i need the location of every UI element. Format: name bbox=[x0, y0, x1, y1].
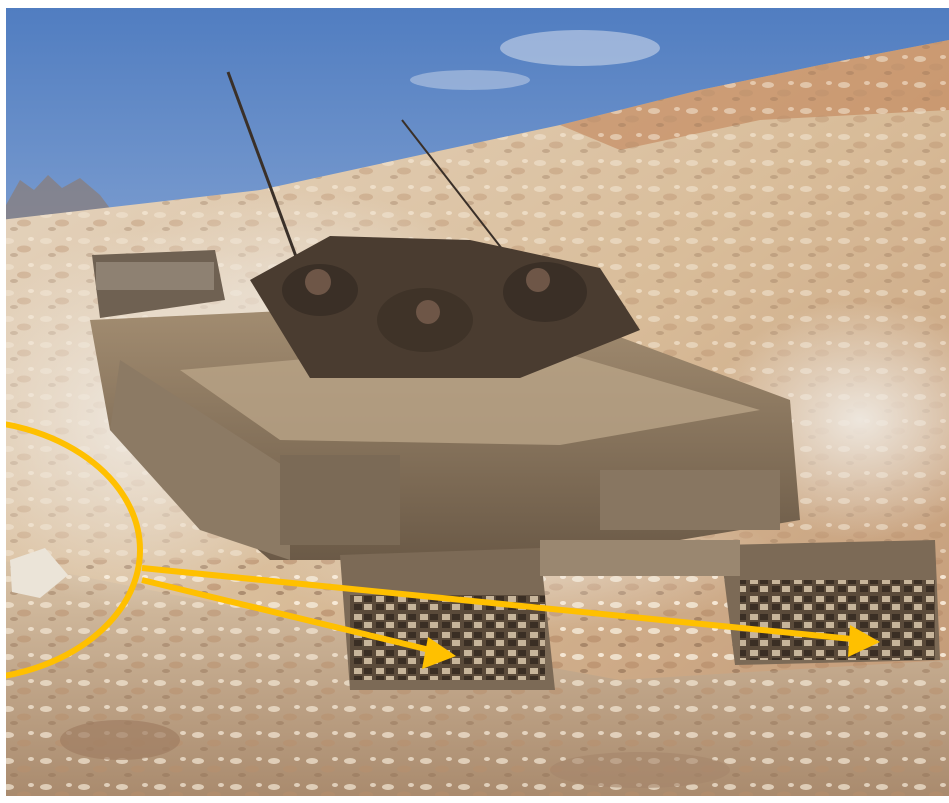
frame-left bbox=[0, 0, 6, 803]
antenna-left bbox=[226, 71, 300, 263]
mine-roller-right bbox=[740, 580, 935, 660]
arrow-right-head bbox=[848, 625, 880, 657]
annotation bbox=[0, 420, 880, 680]
arrow-left-head bbox=[422, 637, 456, 669]
arrow-right-line bbox=[141, 565, 863, 643]
highlight-ellipse bbox=[0, 420, 143, 680]
frame-bottom bbox=[0, 796, 949, 803]
tank bbox=[90, 236, 940, 690]
frame-top bbox=[0, 0, 949, 8]
foreground-rock bbox=[10, 548, 68, 598]
arrow-left-line bbox=[141, 577, 439, 655]
